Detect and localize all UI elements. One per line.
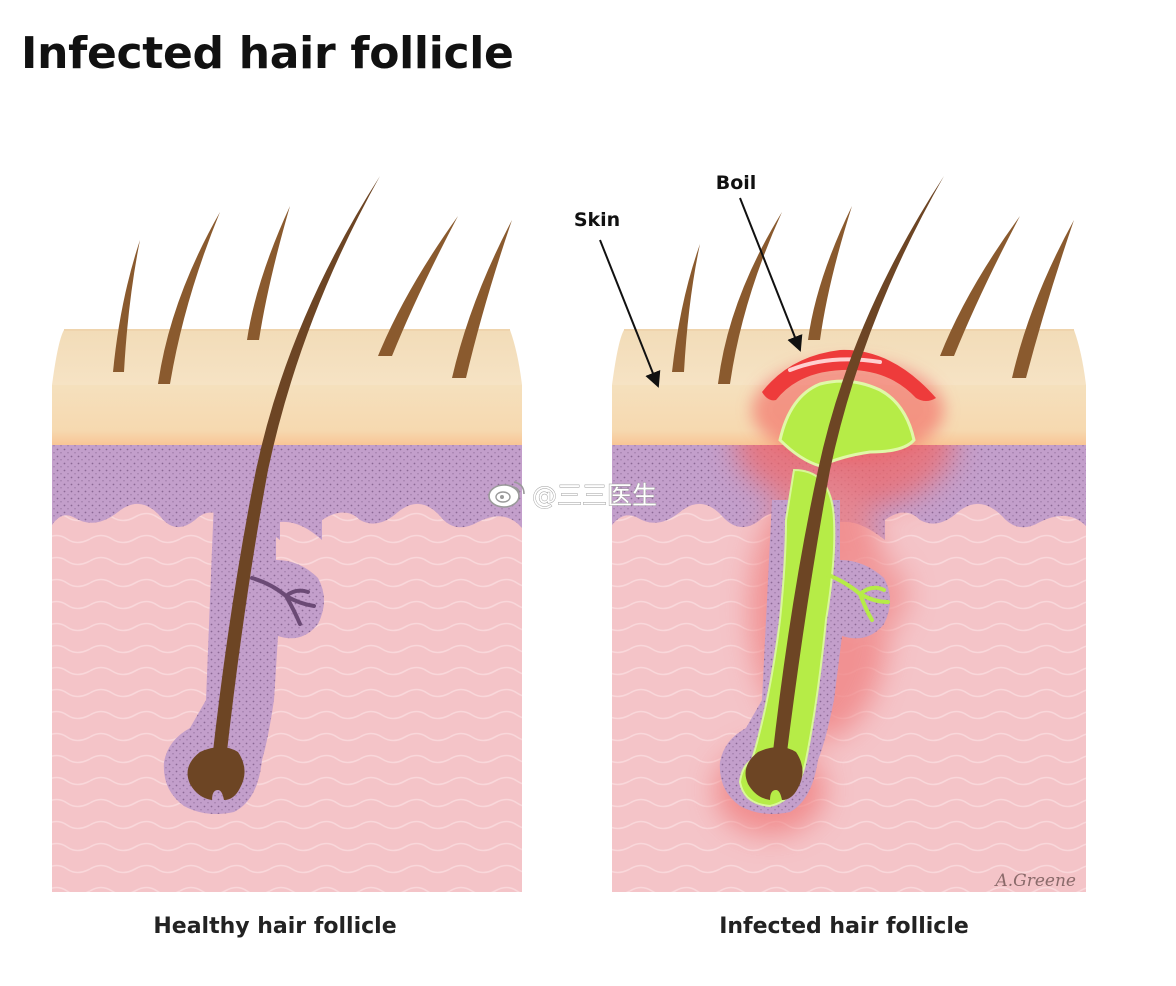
infected-caption: Infected hair follicle [719,914,969,939]
weibo-icon [488,481,525,508]
healthy-panel: Healthy hair follicle [52,176,522,939]
skin-label: Skin [574,209,620,231]
artist-signature: A.Greene [993,871,1076,891]
pus-sebaceous-gland [824,572,890,622]
watermark: @三三医生 [488,481,657,510]
boil-dome [762,349,936,401]
skin-pointer-arrow [599,239,661,388]
main-hair [187,176,380,800]
main-hair [745,176,944,800]
boil-pointer-arrow [739,197,803,352]
epidermis-layer [52,385,522,445]
page-title: Infected hair follicle [21,28,514,79]
infected-panel: Skin Boil A.Greene Infected hair follicl… [574,172,1086,939]
short-hairs [113,206,512,384]
short-hairs [672,206,1074,384]
watermark-text: @三三医生 [532,481,657,510]
boil-label: Boil [716,172,757,194]
hair-bulb [187,747,245,800]
hair-bulb [745,747,803,800]
sebaceous-gland [250,576,316,626]
healthy-caption: Healthy hair follicle [153,914,396,939]
